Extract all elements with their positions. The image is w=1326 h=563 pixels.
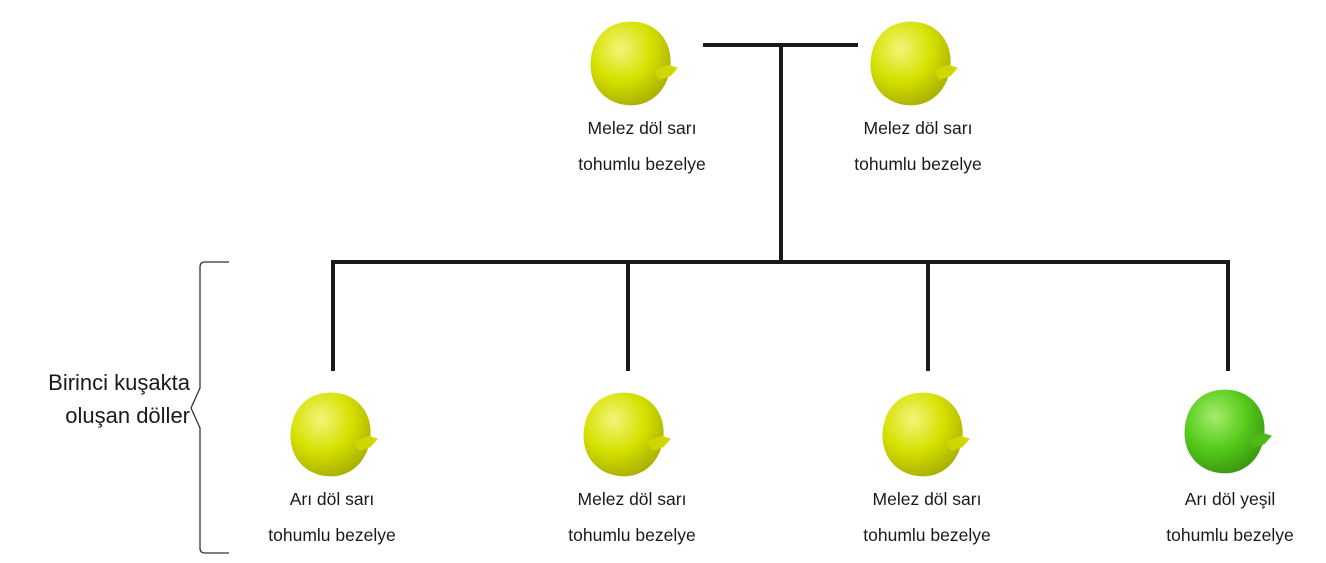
offspring-pea-2 [577,387,671,481]
generation-brace [190,261,229,554]
generation-label-line1: Birinci kuşakta [48,370,190,395]
pea-icon [870,21,958,106]
offspring-label-4-line1: Arı döl yeşil [1184,489,1276,509]
pea-icon [590,21,678,106]
parent-label-1-line1: Melez döl sarı [587,118,697,138]
parent-label-2: Melez döl sarı tohumlu bezelye [808,110,1028,182]
parent-pea-2 [864,16,958,110]
pea-icon [290,392,378,477]
offspring-pea-3 [876,387,970,481]
pea-icon [583,392,671,477]
parent-label-1-line2: tohumlu bezelye [578,154,706,174]
offspring-label-1: Arı döl sarı tohumlu bezelye [222,481,442,553]
parent-pea-1 [584,16,678,110]
offspring-label-3-line2: tohumlu bezelye [863,525,991,545]
offspring-pea-1 [284,387,378,481]
parent-label-2-line1: Melez döl sarı [863,118,973,138]
offspring-label-3: Melez döl sarı tohumlu bezelye [817,481,1037,553]
offspring-label-2-line2: tohumlu bezelye [568,525,696,545]
offspring-label-3-line1: Melez döl sarı [872,489,982,509]
pea-icon [882,392,970,477]
offspring-label-2-line1: Melez döl sarı [577,489,687,509]
offspring-label-4: Arı döl yeşil tohumlu bezelye [1120,481,1326,553]
generation-label-line2: oluşan döller [65,403,190,428]
parent-label-2-line2: tohumlu bezelye [854,154,982,174]
offspring-label-2: Melez döl sarı tohumlu bezelye [522,481,742,553]
parent-label-1: Melez döl sarı tohumlu bezelye [532,110,752,182]
offspring-label-1-line1: Arı döl sarı [289,489,375,509]
generation-label: Birinci kuşakta oluşan döller [0,366,190,432]
offspring-pea-4 [1178,384,1272,478]
offspring-label-4-line2: tohumlu bezelye [1166,525,1294,545]
pea-icon [1184,389,1272,474]
offspring-label-1-line2: tohumlu bezelye [268,525,396,545]
